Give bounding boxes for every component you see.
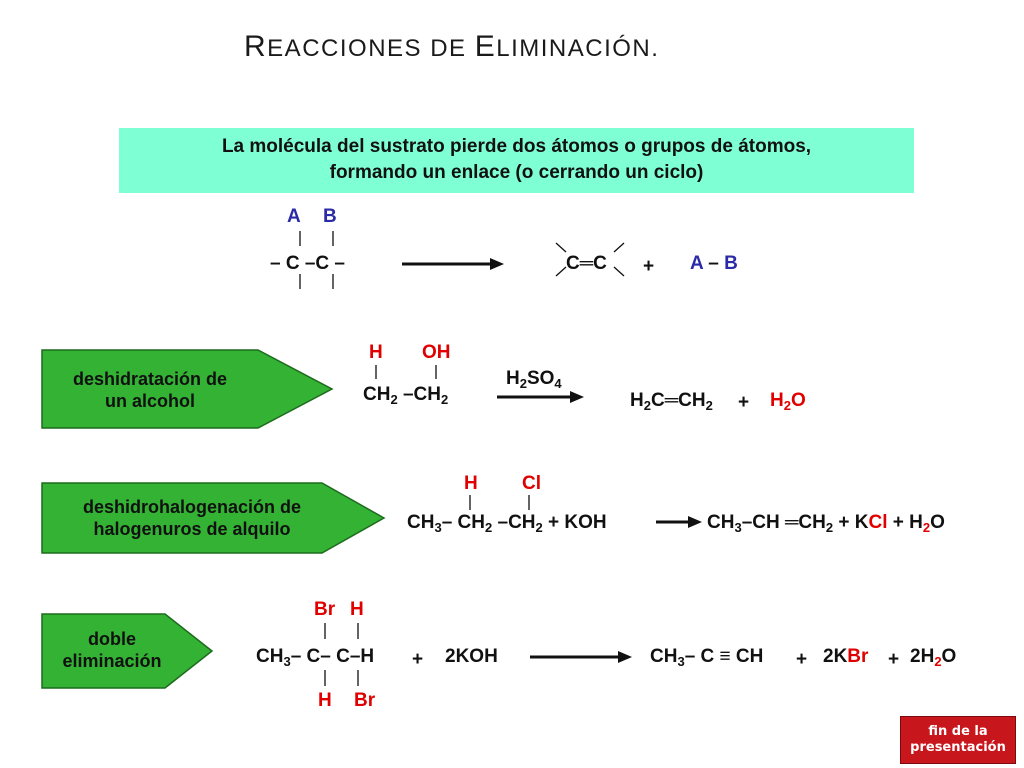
general-product: C═C (566, 253, 607, 274)
reaction-arrows (402, 258, 702, 663)
dehydration-product: H2C═CH2 (630, 390, 713, 413)
dehydration-h: H (369, 342, 383, 363)
general-bonds (299, 231, 625, 289)
double-br-bottom: Br (354, 690, 376, 711)
double-plus-3: + (888, 649, 900, 670)
double-kbr: 2KBr (823, 646, 869, 667)
label-double-elimination: doble eliminación (62, 629, 162, 671)
general-reactant: – C –C – (270, 253, 345, 274)
general-byproduct: A – B (690, 253, 738, 274)
label-dehydration: deshidratación de un alcohol (72, 369, 228, 411)
double-koh: 2KOH (445, 646, 498, 667)
dehydrohalogenation-reactants: CH3– CH2 –CH2 + KOH (407, 512, 607, 535)
dehydration-water: H2O (770, 390, 806, 413)
general-plus: + (643, 256, 655, 277)
double-alkyne: CH3– C ≡ CH (650, 646, 764, 669)
label-arrow-dehydration (41, 349, 334, 429)
substituent-b: B (323, 206, 337, 227)
double-plus: + (412, 649, 424, 670)
dehydrohalogenation-h: H (464, 473, 478, 494)
dehydration-oh: OH (422, 342, 451, 363)
dehydrohalogenation-products: CH3–CH ═CH2 + KCl + H2O (707, 512, 945, 535)
double-reactant: CH3– C– C–H (256, 646, 375, 669)
double-h-top: H (350, 599, 364, 620)
page-title: REACCIONES DE ELIMINACIÓN. (244, 30, 660, 63)
double-plus-2: + (796, 649, 808, 670)
double-h-bottom: H (318, 690, 332, 711)
definition-box: La molécula del sustrato pierde dos átom… (119, 128, 914, 193)
double-br-top: Br (314, 599, 336, 620)
label-dehydrohalogenation: deshidrohalogenación de halogenuros de a… (82, 497, 302, 539)
dehydration-catalyst: H2SO4 (506, 368, 562, 391)
label-arrow-double (41, 613, 214, 689)
double-water: 2H2O (910, 646, 957, 669)
label-arrow-dehydrohalogenation (41, 482, 386, 554)
end-presentation-button[interactable]: fin de la presentación (900, 716, 1016, 764)
substituent-a: A (287, 206, 301, 227)
dehydration-plus: + (738, 392, 750, 413)
dehydrohalogenation-cl: Cl (522, 473, 541, 494)
definition-line-2: formando un enlace (o cerrando un ciclo) (329, 162, 704, 183)
substituent-bonds (324, 365, 530, 686)
dehydration-reactant: CH2 –CH2 (363, 384, 449, 407)
definition-line-1: La molécula del sustrato pierde dos átom… (221, 136, 812, 157)
